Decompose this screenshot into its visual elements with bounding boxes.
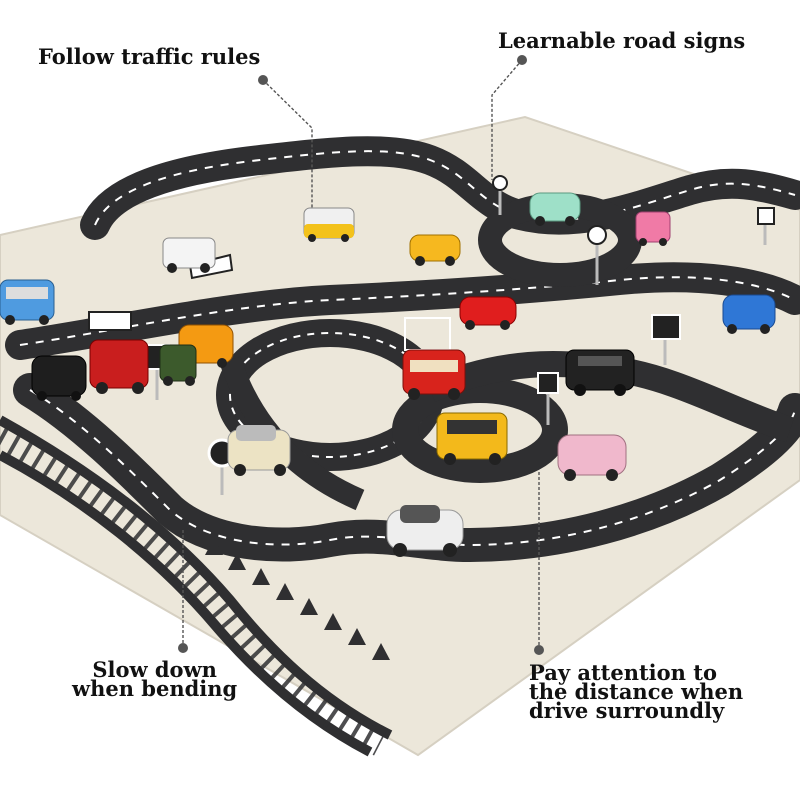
road-signs [88,175,775,495]
black-car [31,355,87,401]
white-minibus [162,237,216,273]
green-jeep [159,344,197,386]
callout-slow-down-line-1: Slow down [92,657,217,682]
leader-dots [178,55,544,655]
callout-slow-down-line-2: when bending [72,676,238,701]
railway-track [0,415,393,757]
callout-learnable-road-signs: Learnable road signs [498,28,746,53]
toy-cars [0,192,776,557]
callout-pay-attention-line-3: drive surroundly [529,698,725,723]
mint-car [529,192,581,226]
blue-bus [0,279,55,325]
callout-pay-attention: Pay attention to the distance when drive… [529,660,744,723]
white-car [386,505,464,557]
callout-slow-down: Slow down when bending [72,657,238,701]
callout-follow-traffic-rules: Follow traffic rules [38,44,261,69]
outer-road-markings [19,150,796,346]
leader-lines [182,59,540,650]
pink-car [557,434,627,481]
red-truck [89,339,149,394]
pink-van [635,211,671,246]
tree-row [205,538,390,660]
callout-pay-attention-line-1: Pay attention to [529,660,717,685]
yellow-car [409,234,461,266]
black-van [565,349,635,396]
red-bus [402,349,466,400]
red-race-car [459,296,517,330]
beige-car [227,425,291,476]
yellow-school-bus [436,412,508,465]
callout-pay-attention-line-2: the distance when [529,679,744,704]
blue-car [722,294,776,334]
yellow-white-bus [303,207,355,242]
roundabout [392,377,568,483]
